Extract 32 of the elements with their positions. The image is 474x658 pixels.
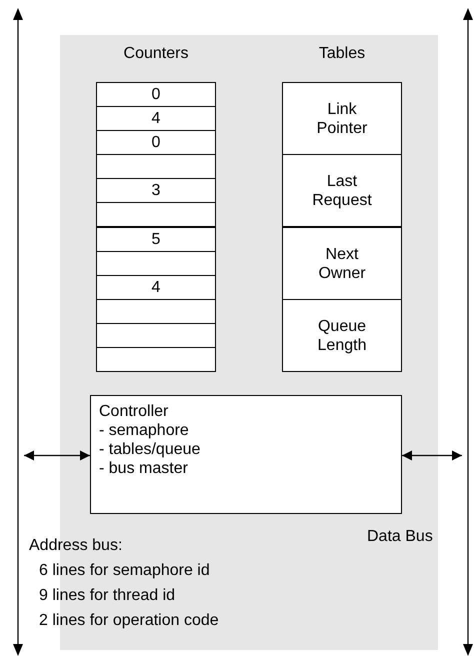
column-heading: Tables <box>318 45 366 63</box>
column-heading: Counters <box>122 45 190 63</box>
list-item: - semaphore <box>99 421 190 440</box>
counter-cell <box>96 323 216 348</box>
controller-box <box>90 395 402 514</box>
counter-cell <box>96 347 216 372</box>
table-cell: Next Owner <box>282 227 402 300</box>
counter-cell <box>96 251 216 276</box>
bus-label: Address bus: <box>29 536 122 555</box>
table-cell: Link Pointer <box>282 82 402 155</box>
list-item: - tables/queue <box>99 440 202 459</box>
bus-note: 9 lines for thread id <box>39 586 176 605</box>
counter-cell <box>96 202 216 227</box>
counter-cell: 4 <box>96 275 216 300</box>
bus-line <box>462 8 474 656</box>
counter-cell: 0 <box>96 82 216 107</box>
table-cell: Last Request <box>282 154 402 227</box>
bus-label: Data Bus <box>367 527 433 546</box>
bus-line <box>12 8 24 656</box>
box-heading: Controller <box>99 402 170 421</box>
table-cell: Queue Length <box>282 299 402 372</box>
counter-cell: 5 <box>96 227 216 252</box>
arrow <box>402 450 462 460</box>
bus-note: 6 lines for semaphore id <box>39 561 210 580</box>
counter-cell <box>96 299 216 324</box>
counter-cell: 4 <box>96 106 216 131</box>
counter-cell: 0 <box>96 130 216 155</box>
list-item: - bus master <box>99 459 189 478</box>
arrow <box>24 450 90 460</box>
counter-cell <box>96 154 216 179</box>
counter-cell: 3 <box>96 178 216 203</box>
bus-note: 2 lines for operation code <box>39 611 219 630</box>
